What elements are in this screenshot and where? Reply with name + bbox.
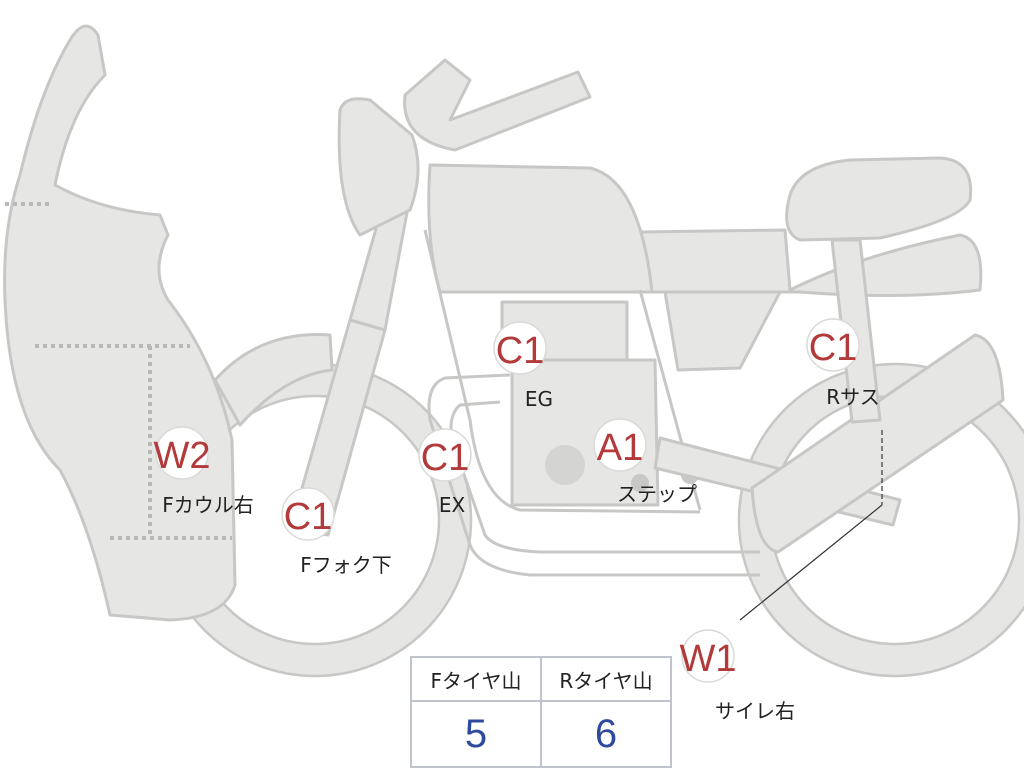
tire-table-value-row: 5 6 — [412, 702, 670, 766]
marker-ex[interactable]: C1 EX — [418, 428, 472, 517]
marker-label: Fフォク下 — [300, 553, 392, 577]
marker-code: W2 — [154, 435, 211, 477]
marker-eg[interactable]: C1 EG — [493, 321, 553, 411]
muffler — [750, 333, 1005, 554]
fuel-tank — [427, 163, 654, 294]
front-cowl — [3, 24, 237, 622]
exhaust-pipe — [427, 373, 760, 577]
tire-tread-table: Fタイヤ山 Rタイヤ山 5 6 — [410, 656, 672, 768]
marker-step[interactable]: A1 ステップ — [593, 418, 697, 506]
headlight — [337, 97, 420, 237]
marker-silencer-right[interactable]: W1 サイレ右 — [680, 629, 796, 723]
front-tire-tread-value: 5 — [464, 711, 488, 756]
marker-label: Rサス — [826, 385, 880, 409]
marker-code: A1 — [597, 427, 643, 469]
marker-f-fork-lower[interactable]: C1 Fフォク下 — [281, 487, 392, 577]
silencer-leader — [739, 504, 883, 621]
marker-label: Fカウル右 — [162, 493, 254, 517]
marker-r-sus[interactable]: C1 Rサス — [806, 318, 880, 409]
engine — [500, 300, 699, 507]
marker-code: C1 — [421, 437, 470, 479]
marker-code: C1 — [284, 496, 333, 538]
marker-code: C1 — [496, 330, 545, 372]
marker-f-cowl-right[interactable]: W2 Fカウル右 — [154, 426, 254, 517]
front-tire-tread-header: Fタイヤ山 — [430, 668, 522, 693]
front-fender — [213, 333, 334, 427]
exhaust-pipe-inner — [449, 400, 760, 554]
handlebar — [403, 58, 592, 152]
frame-rail-lower — [423, 229, 701, 514]
rear-tire-tread-header: Rタイヤ山 — [540, 658, 670, 700]
marker-code: W1 — [680, 638, 737, 680]
rear-tire-tread-value: 6 — [540, 702, 670, 766]
tire-table-header-row: Fタイヤ山 Rタイヤ山 — [412, 658, 670, 702]
marker-label: サイレ右 — [715, 699, 795, 723]
marker-label: EX — [439, 493, 466, 517]
side-cover — [663, 290, 782, 372]
marker-label: ステップ — [617, 482, 697, 506]
marker-code: C1 — [809, 327, 858, 369]
marker-label: EG — [525, 387, 553, 411]
seat — [785, 156, 973, 242]
